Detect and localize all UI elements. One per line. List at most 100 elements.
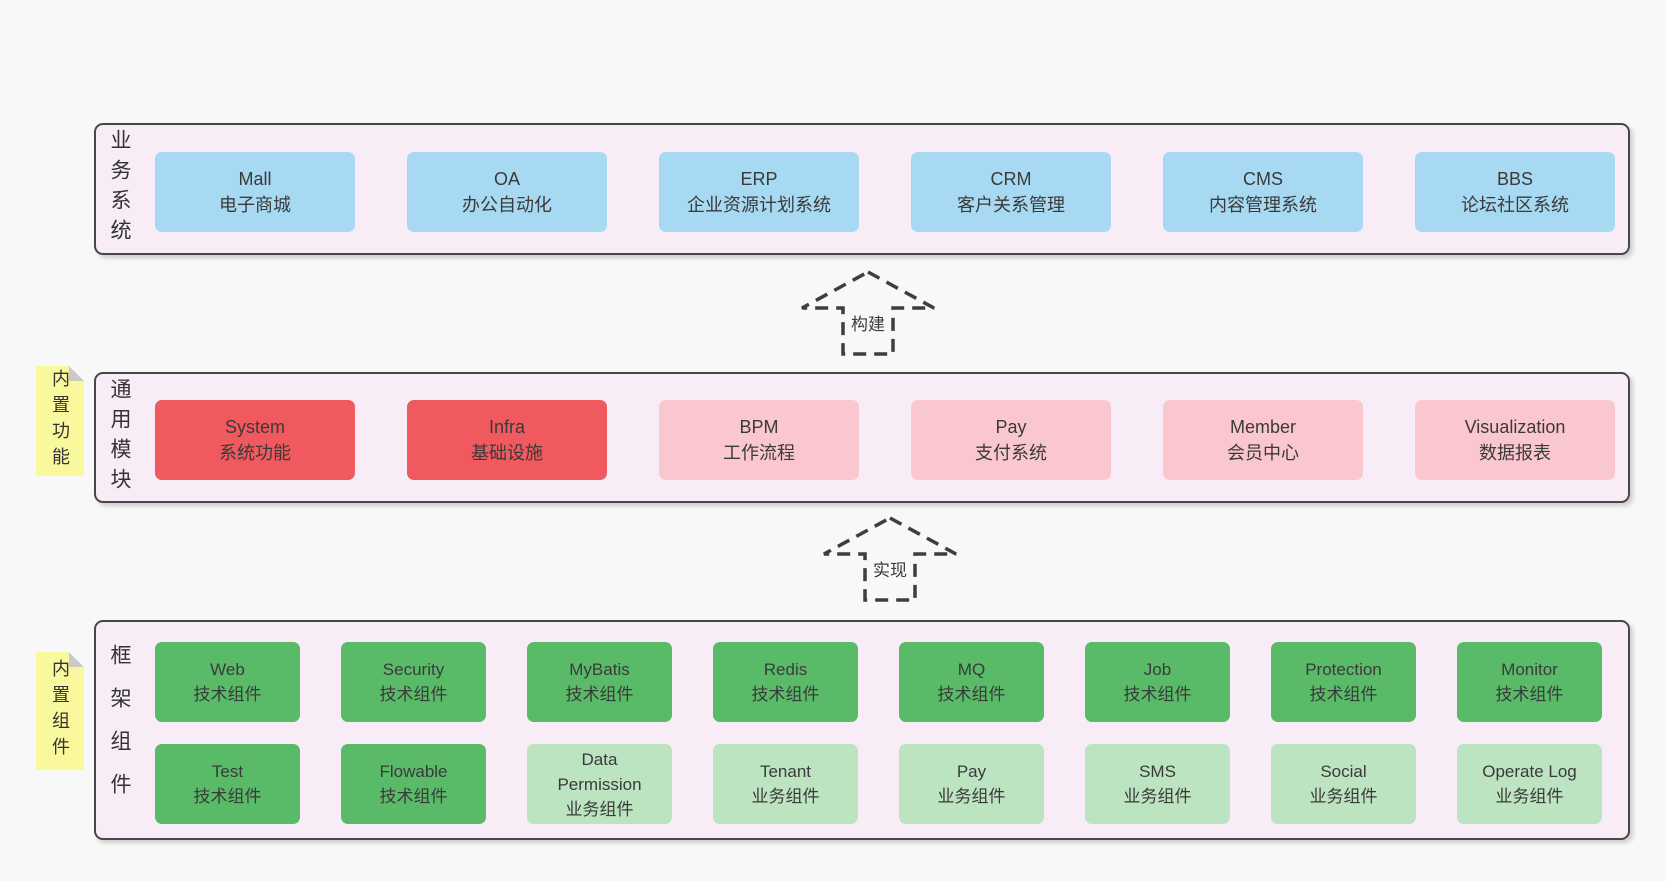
builtin-features-sticky-label: 内置功能 xyxy=(50,369,70,473)
common-modules-row: System 系统功能 Infra 基础设施 BPM 工作流程 Pay 支付系统… xyxy=(155,400,1615,480)
framework-components-row-1: Web 技术组件 Security 技术组件 MyBatis 技术组件 Redi… xyxy=(155,642,1602,722)
common-modules-panel: 通用模块 System 系统功能 Infra 基础设施 BPM 工作流程 Pay… xyxy=(94,372,1630,503)
box-sms: SMS 业务组件 xyxy=(1085,744,1230,824)
box-visualization-name: Visualization xyxy=(1464,417,1566,437)
box-protection-name: Protection xyxy=(1305,660,1382,679)
common-modules-label: 通用模块 xyxy=(108,377,131,498)
box-bpm-name: BPM xyxy=(739,417,779,437)
business-systems-row: Mall 电子商城 OA 办公自动化 ERP 企业资源计划系统 CRM 客户关系… xyxy=(155,152,1615,232)
box-redis-desc: 技术组件 xyxy=(751,685,820,704)
box-mall-name: Mall xyxy=(238,169,272,189)
box-pay-component-desc: 业务组件 xyxy=(937,787,1006,806)
box-oa-name: OA xyxy=(493,169,520,189)
box-job-desc: 技术组件 xyxy=(1123,685,1192,704)
sticky-fold-corner-icon xyxy=(69,652,84,667)
box-member-desc: 会员中心 xyxy=(1227,443,1299,463)
box-visualization-desc: 数据报表 xyxy=(1479,443,1551,463)
box-social-desc: 业务组件 xyxy=(1309,787,1378,806)
box-flowable-name: Flowable xyxy=(379,762,448,781)
box-system: System 系统功能 xyxy=(155,400,355,480)
box-oa: OA 办公自动化 xyxy=(407,152,607,232)
builtin-components-sticky-label: 内置组件 xyxy=(50,659,70,763)
box-protection: Protection 技术组件 xyxy=(1271,642,1416,722)
box-monitor-desc: 技术组件 xyxy=(1495,685,1564,704)
box-mall-desc: 电子商城 xyxy=(219,195,291,215)
builtin-features-sticky: 内置功能 xyxy=(36,366,84,476)
box-sms-desc: 业务组件 xyxy=(1123,787,1192,806)
box-pay-component: Pay 业务组件 xyxy=(899,744,1044,824)
business-systems-label: 业务系统 xyxy=(108,129,131,249)
box-data-permission-name: Data Permission xyxy=(557,749,642,794)
box-test-name: Test xyxy=(211,762,244,781)
box-system-name: System xyxy=(224,417,285,437)
box-pay-system-desc: 支付系统 xyxy=(975,443,1047,463)
business-systems-panel: 业务系统 Mall 电子商城 OA 办公自动化 ERP 企业资源计划系统 CRM… xyxy=(94,123,1630,255)
box-mq-name: MQ xyxy=(957,660,986,679)
box-tenant-desc: 业务组件 xyxy=(751,787,820,806)
box-mybatis: MyBatis 技术组件 xyxy=(527,642,672,722)
box-visualization: Visualization 数据报表 xyxy=(1415,400,1615,480)
box-security-desc: 技术组件 xyxy=(379,685,448,704)
box-tenant-name: Tenant xyxy=(759,762,812,781)
box-operate-log-desc: 业务组件 xyxy=(1495,787,1564,806)
box-flowable: Flowable 技术组件 xyxy=(341,744,486,824)
box-social: Social 业务组件 xyxy=(1271,744,1416,824)
box-bbs-name: BBS xyxy=(1496,169,1534,189)
box-cms-desc: 内容管理系统 xyxy=(1209,195,1317,215)
box-redis: Redis 技术组件 xyxy=(713,642,858,722)
box-mq: MQ 技术组件 xyxy=(899,642,1044,722)
box-mall: Mall 电子商城 xyxy=(155,152,355,232)
box-bbs: BBS 论坛社区系统 xyxy=(1415,152,1615,232)
sticky-fold-corner-icon xyxy=(69,366,84,381)
box-bpm: BPM 工作流程 xyxy=(659,400,859,480)
box-tenant: Tenant 业务组件 xyxy=(713,744,858,824)
box-crm-desc: 客户关系管理 xyxy=(957,195,1065,215)
box-erp-name: ERP xyxy=(740,169,778,189)
box-pay-system: Pay 支付系统 xyxy=(911,400,1111,480)
box-erp-desc: 企业资源计划系统 xyxy=(687,195,831,215)
box-oa-desc: 办公自动化 xyxy=(462,195,552,215)
box-system-desc: 系统功能 xyxy=(219,443,291,463)
box-cms: CMS 内容管理系统 xyxy=(1163,152,1363,232)
box-member-name: Member xyxy=(1229,417,1296,437)
box-member: Member 会员中心 xyxy=(1163,400,1363,480)
box-mybatis-desc: 技术组件 xyxy=(565,685,634,704)
box-infra-desc: 基础设施 xyxy=(471,443,543,463)
box-redis-name: Redis xyxy=(763,660,808,679)
box-cms-name: CMS xyxy=(1243,169,1283,189)
box-flowable-desc: 技术组件 xyxy=(379,787,448,806)
box-test: Test 技术组件 xyxy=(155,744,300,824)
build-arrow-label: 构建 xyxy=(849,310,887,335)
framework-components-label: 框架组件 xyxy=(108,644,131,816)
box-erp: ERP 企业资源计划系统 xyxy=(659,152,859,232)
box-data-permission: Data Permission 业务组件 xyxy=(527,744,672,824)
box-mybatis-name: MyBatis xyxy=(569,660,630,679)
box-infra: Infra 基础设施 xyxy=(407,400,607,480)
box-protection-desc: 技术组件 xyxy=(1309,685,1378,704)
box-web-desc: 技术组件 xyxy=(193,685,262,704)
box-operate-log: Operate Log 业务组件 xyxy=(1457,744,1602,824)
box-job: Job 技术组件 xyxy=(1085,642,1230,722)
box-monitor: Monitor 技术组件 xyxy=(1457,642,1602,722)
box-operate-log-name: Operate Log xyxy=(1482,762,1577,781)
box-social-name: Social xyxy=(1320,762,1367,781)
box-pay-component-name: Pay xyxy=(956,762,987,781)
box-crm-name: CRM xyxy=(990,169,1032,189)
box-monitor-name: Monitor xyxy=(1501,660,1558,679)
box-web: Web 技术组件 xyxy=(155,642,300,722)
box-security: Security 技术组件 xyxy=(341,642,486,722)
framework-components-panel: 框架组件 Web 技术组件 Security 技术组件 MyBatis 技术组件… xyxy=(94,620,1630,840)
box-crm: CRM 客户关系管理 xyxy=(911,152,1111,232)
box-test-desc: 技术组件 xyxy=(193,787,262,806)
implement-arrow: 实现 xyxy=(820,515,960,603)
box-infra-name: Infra xyxy=(488,417,526,437)
box-data-permission-desc: 业务组件 xyxy=(565,799,634,819)
box-bpm-desc: 工作流程 xyxy=(723,443,795,463)
implement-arrow-label: 实现 xyxy=(871,556,909,581)
box-job-name: Job xyxy=(1143,660,1172,679)
framework-components-row-2: Test 技术组件 Flowable 技术组件 Data Permission … xyxy=(155,744,1602,824)
build-arrow: 构建 xyxy=(798,269,938,357)
box-pay-system-name: Pay xyxy=(995,417,1027,437)
box-web-name: Web xyxy=(210,660,245,679)
box-sms-name: SMS xyxy=(1139,762,1176,781)
